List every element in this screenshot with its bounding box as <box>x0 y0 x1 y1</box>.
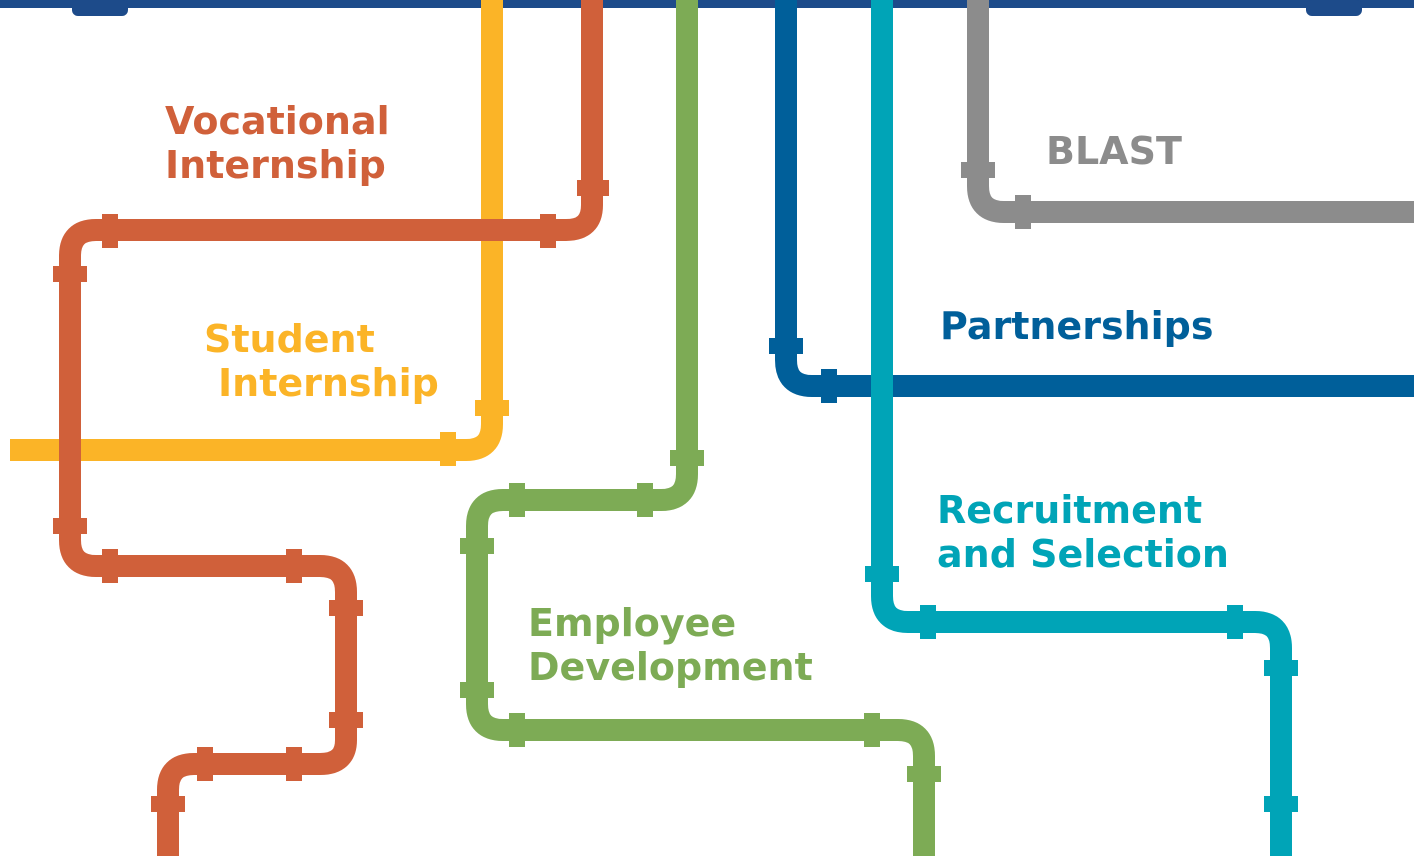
student-internship-line-1: Student <box>204 317 375 361</box>
partnerships-line-1: Partnerships <box>940 304 1214 348</box>
recruitment-couplings <box>865 566 1298 812</box>
partnerships-label: Partnerships <box>940 304 1213 348</box>
recruitment-selection-line-2: and Selection <box>937 532 1229 576</box>
header-band <box>0 0 1414 8</box>
recruitment-selection-line-1: Recruitment <box>937 488 1203 532</box>
employee-development-line-1: Employee <box>528 601 737 645</box>
employee-development-line-2: Development <box>528 645 813 689</box>
partnerships-couplings <box>769 338 837 403</box>
blast-pipe <box>967 0 1414 223</box>
vocational-couplings <box>53 180 609 812</box>
vocational-internship-label: Vocational Internship <box>165 99 390 187</box>
vocational-internship-line-2: Internship <box>165 143 386 187</box>
header-tab-left <box>72 0 128 16</box>
employee-development-pipe <box>466 0 935 856</box>
employee-couplings <box>460 450 941 782</box>
vocational-internship-pipe <box>59 0 603 856</box>
blast-couplings <box>961 162 1031 229</box>
header-tab-right <box>1306 0 1362 16</box>
blast-label: BLAST <box>1046 129 1182 173</box>
blast-line-1: BLAST <box>1046 129 1182 173</box>
student-internship-line-2: Internship <box>218 361 439 405</box>
employee-development-label: Employee Development <box>528 601 813 689</box>
student-couplings <box>440 400 509 466</box>
recruitment-selection-pipe <box>871 0 1292 856</box>
student-internship-label: Student Internship <box>204 317 439 405</box>
vocational-internship-line-1: Vocational <box>165 99 390 143</box>
recruitment-selection-label: Recruitment and Selection <box>937 488 1229 576</box>
partnerships-pipe <box>775 0 1414 397</box>
student-internship-pipe <box>10 0 503 461</box>
